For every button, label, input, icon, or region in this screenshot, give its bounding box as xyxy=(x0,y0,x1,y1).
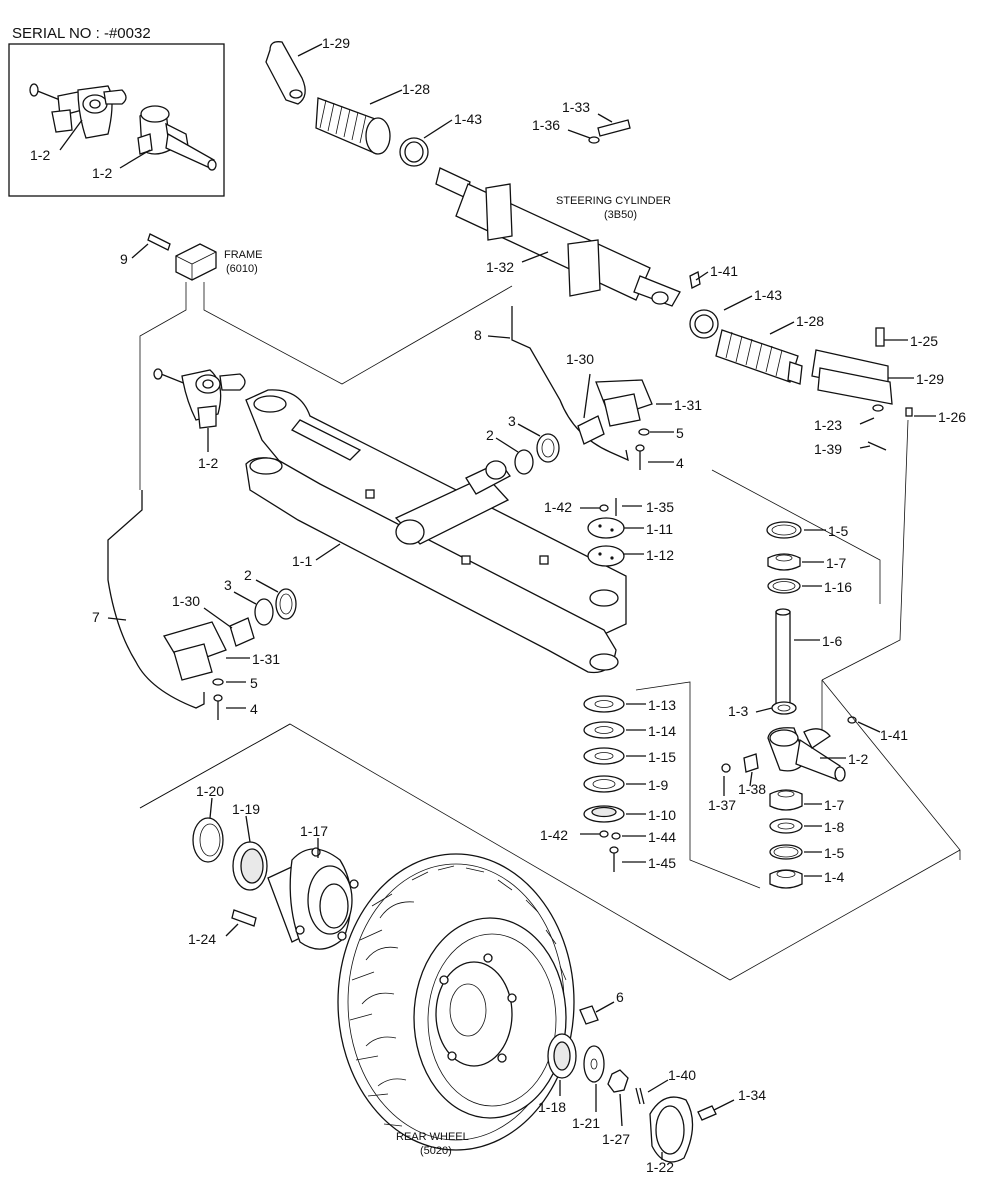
callout-1-31b: 1-31 xyxy=(252,651,280,667)
callout-1-25: 1-25 xyxy=(910,333,938,349)
steering-cylinder-caption-1: STEERING CYLINDER xyxy=(556,195,671,207)
callout-1-10: 1-10 xyxy=(648,807,676,823)
callout-1-29b: 1-29 xyxy=(916,371,944,387)
inset-box xyxy=(8,43,225,197)
callout-1-35: 1-35 xyxy=(646,499,674,515)
callout-1-2b: 1-2 xyxy=(848,751,868,767)
callout-1-5a: 1-5 xyxy=(828,523,848,539)
callout-1-45: 1-45 xyxy=(648,855,676,871)
axle-beam xyxy=(245,389,627,674)
callout-1-6: 1-6 xyxy=(822,633,842,649)
callout-1-19: 1-19 xyxy=(232,801,260,817)
shim-stack xyxy=(583,695,625,872)
callout-1-20: 1-20 xyxy=(196,783,224,799)
callout-3b: 3 xyxy=(224,577,232,593)
callout-1-11: 1-11 xyxy=(646,521,673,537)
callout-1-23: 1-23 xyxy=(814,417,842,433)
callout-1-39: 1-39 xyxy=(814,441,842,457)
grease-line-7 xyxy=(107,490,205,709)
callout-1-29a: 1-29 xyxy=(322,35,350,51)
callout-1-40: 1-40 xyxy=(668,1067,696,1083)
callout-1-15: 1-15 xyxy=(648,749,676,765)
callout-1-41a: 1-41 xyxy=(710,263,738,279)
rear-wheel-caption-1: REAR WHEEL xyxy=(396,1131,469,1143)
sensor-plates-upper xyxy=(587,498,625,567)
callout-8: 8 xyxy=(474,327,482,343)
frame-caption-1: FRAME xyxy=(224,249,263,261)
lower-bearing-block xyxy=(163,588,297,720)
callout-1-27: 1-27 xyxy=(602,1131,630,1147)
callout-4b: 4 xyxy=(250,701,258,717)
inset-knuckle-right xyxy=(137,105,217,171)
callout-4a: 4 xyxy=(676,455,684,471)
callout-1-42a: 1-42 xyxy=(544,499,572,515)
callout-1-12: 1-12 xyxy=(646,547,674,563)
callout-1-21: 1-21 xyxy=(572,1115,600,1131)
callout-1-8: 1-8 xyxy=(824,819,844,835)
callout-1-7b: 1-7 xyxy=(824,797,844,813)
callout-1-28b: 1-28 xyxy=(796,313,824,329)
upper-bearing-block xyxy=(514,379,653,475)
wheel-hub xyxy=(231,847,359,950)
callout-7: 7 xyxy=(92,609,100,625)
callout-1-13: 1-13 xyxy=(648,697,676,713)
steering-cylinder-caption-2: (3B50) xyxy=(604,209,637,221)
callout-2a: 2 xyxy=(486,427,494,443)
frame-block xyxy=(147,233,217,281)
callout-1-4: 1-4 xyxy=(824,869,844,885)
callout-1-18: 1-18 xyxy=(538,1099,566,1115)
callout-6: 6 xyxy=(616,989,624,1005)
serial-number: SERIAL NO : -#0032 xyxy=(12,25,151,42)
callout-1-3: 1-3 xyxy=(728,703,748,719)
callout-1-26: 1-26 xyxy=(938,409,966,425)
callout-1-43a: 1-43 xyxy=(454,111,482,127)
callout-5b: 5 xyxy=(250,675,258,691)
callout-3a: 3 xyxy=(508,413,516,429)
callout-1-34: 1-34 xyxy=(738,1087,766,1103)
callout-9: 9 xyxy=(120,251,128,267)
callout-1-31a: 1-31 xyxy=(674,397,702,413)
callout-1-5b: 1-5 xyxy=(824,845,844,861)
callout-1-14: 1-14 xyxy=(648,723,676,739)
callout-1-16: 1-16 xyxy=(824,579,852,595)
callout-inset-1-2b: 1-2 xyxy=(92,165,112,181)
inset-knuckle-left xyxy=(29,83,127,139)
frame-caption-2: (6010) xyxy=(226,263,258,275)
callout-1-38: 1-38 xyxy=(738,781,766,797)
callout-1-24: 1-24 xyxy=(188,931,216,947)
callout-1-7a: 1-7 xyxy=(826,555,846,571)
callout-1-1: 1-1 xyxy=(292,553,312,569)
callout-1-37: 1-37 xyxy=(708,797,736,813)
wheel-outer-parts xyxy=(547,1005,717,1163)
callout-1-32: 1-32 xyxy=(486,259,514,275)
callout-5a: 5 xyxy=(676,425,684,441)
steering-cylinder xyxy=(265,41,913,451)
callout-inset-1-2a: 1-2 xyxy=(30,147,50,163)
callout-1-41b: 1-41 xyxy=(880,727,908,743)
callout-1-22: 1-22 xyxy=(646,1159,674,1175)
callout-1-30a: 1-30 xyxy=(566,351,594,367)
callout-1-44: 1-44 xyxy=(648,829,676,845)
callout-1-43b: 1-43 xyxy=(754,287,782,303)
callout-1-17: 1-17 xyxy=(300,823,328,839)
callout-1-42b: 1-42 xyxy=(540,827,568,843)
callout-1-2a: 1-2 xyxy=(198,455,218,471)
callout-1-28a: 1-28 xyxy=(402,81,430,97)
callout-1-30b: 1-30 xyxy=(172,593,200,609)
callout-2b: 2 xyxy=(244,567,252,583)
grease-line-8 xyxy=(511,306,629,462)
rear-wheel-caption-2: (5020) xyxy=(420,1145,452,1157)
hub-seals xyxy=(192,817,268,891)
knuckle-left xyxy=(153,368,246,429)
callout-1-9: 1-9 xyxy=(648,777,668,793)
kingpin-assembly xyxy=(721,521,857,889)
rear-wheel xyxy=(337,853,575,1151)
callout-1-33: 1-33 xyxy=(562,99,590,115)
callout-1-36: 1-36 xyxy=(532,117,560,133)
